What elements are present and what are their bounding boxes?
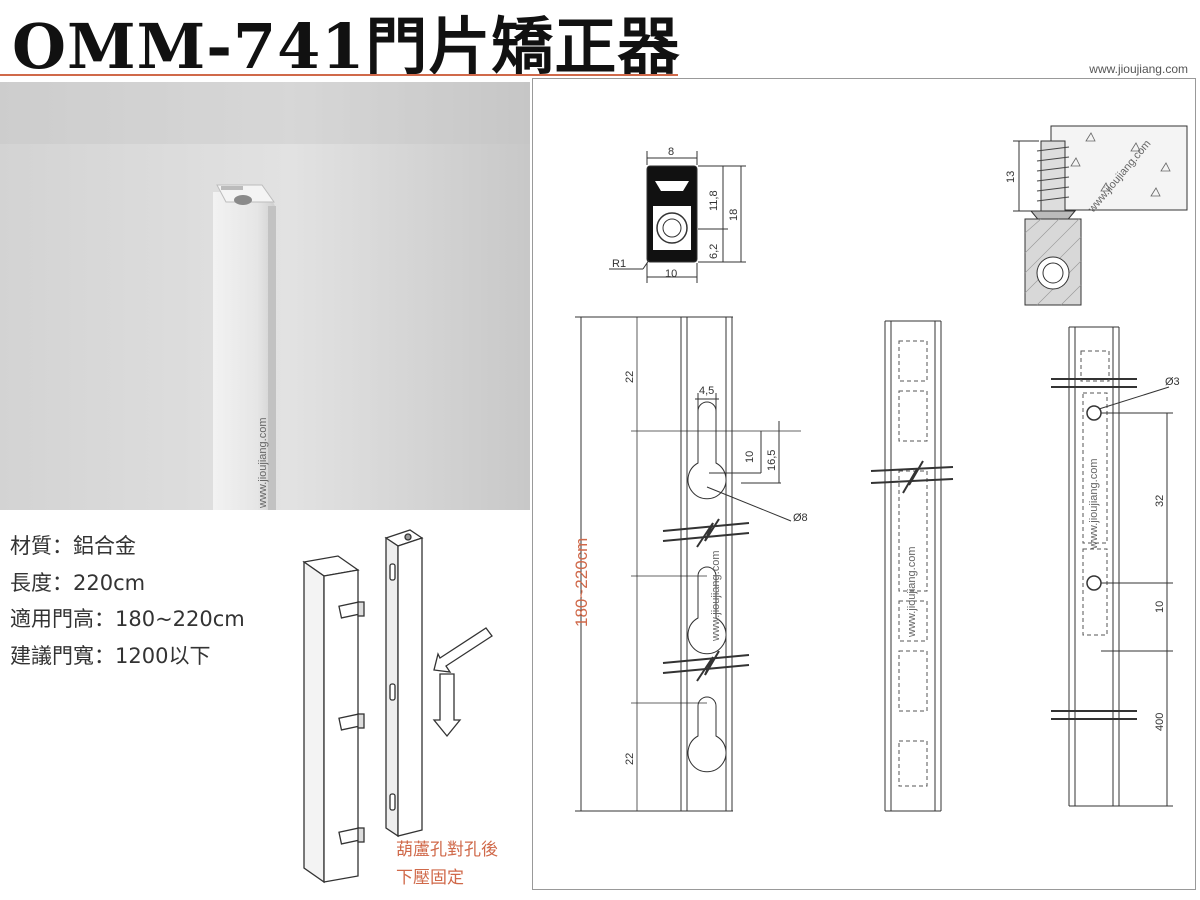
label-dim-400: 400 — [1154, 713, 1166, 731]
spec-material: 材質：鋁合金 — [10, 534, 136, 558]
label-hole-diameter: Ø8 — [793, 512, 808, 524]
profile-section-hole — [656, 212, 688, 244]
screw-middle — [338, 713, 365, 731]
keyhole-1 — [389, 563, 396, 581]
technical-drawing: 8 11,8 18 6,2 R1 10 13 www.jioujiang.com… — [572, 125, 1188, 812]
side-watermark: www.jioujiang.com — [1088, 459, 1100, 550]
profile-section — [609, 151, 746, 283]
anchor-hole — [1036, 256, 1070, 290]
label-profile-base: 10 — [665, 268, 677, 280]
label-profile-radius: R1 — [612, 258, 626, 270]
label-top-margin: 22 — [624, 371, 636, 383]
photo-ceiling-shade — [0, 82, 530, 144]
front-elevation — [575, 316, 801, 812]
photo-bar-shadow — [268, 206, 276, 510]
photo-illustration: www.jioujiang.com — [0, 82, 530, 510]
photo-profile-bar — [213, 192, 276, 510]
keyhole-3 — [389, 793, 396, 811]
label-profile-height-top: 11,8 — [708, 190, 720, 211]
install-note: 葫蘆孔對孔後 下壓固定 — [396, 840, 498, 888]
screw-bottom — [338, 827, 365, 845]
side-pin-bottom — [1086, 575, 1102, 591]
label-profile-height-bottom: 6,2 — [708, 244, 720, 259]
spec-length: 長度：220cm — [10, 570, 146, 595]
keyhole-2 — [389, 683, 396, 701]
technical-drawing-panel: 8 11,8 18 6,2 R1 10 13 www.jioujiang.com… — [532, 78, 1196, 890]
spec-list: 材質：鋁合金 長度：220cm 適用門高：180~220cm 建議門寬：1200… — [10, 528, 245, 674]
label-bottom-margin: 22 — [624, 753, 636, 765]
anchor-hole-inner — [1042, 262, 1064, 284]
side-pin-top — [1086, 405, 1102, 421]
label-hole-width: 4,5 — [699, 385, 714, 397]
profile-top-hole — [404, 533, 412, 541]
keyhole-middle — [687, 566, 727, 655]
title-underline — [0, 74, 678, 76]
label-profile-width: 8 — [668, 146, 674, 158]
page-title: OMM-741門片矯正器 — [12, 10, 681, 83]
arrow-down — [432, 673, 462, 738]
product-photo: www.jioujiang.com — [0, 82, 530, 510]
profile-front — [397, 537, 423, 837]
side-elevation — [1051, 326, 1173, 807]
label-pin-diameter: Ø3 — [1165, 376, 1180, 388]
label-anchor-depth: 13 — [1005, 171, 1017, 183]
screw-top — [338, 601, 365, 619]
website-label: www.jioujiang.com — [1089, 62, 1188, 76]
keyhole-bottom — [687, 696, 727, 773]
label-dim-10: 10 — [1154, 601, 1166, 613]
photo-watermark: www.jioujiang.com — [257, 418, 269, 509]
spec-door-height: 適用門高：180~220cm — [10, 607, 245, 631]
install-illustration — [302, 529, 493, 884]
photo-bar-hole — [234, 195, 252, 205]
arrow-diagonal — [433, 627, 493, 673]
label-profile-height-total: 18 — [728, 209, 740, 221]
label-slot-pitch: 16,5 — [766, 450, 778, 471]
middle-watermark: www.jioujiang.com — [906, 547, 918, 638]
spec-door-width: 建議門寬：1200以下 — [10, 643, 211, 668]
photo-bar-slot — [221, 186, 243, 190]
label-slot-length: 10 — [744, 451, 756, 463]
front-watermark: www.jioujiang.com — [710, 551, 722, 642]
profile-section-hole-inner — [662, 218, 682, 238]
middle-elevation — [870, 320, 954, 812]
label-dim-32: 32 — [1154, 495, 1166, 507]
profile-section-slot — [655, 181, 689, 191]
door-block-side — [303, 560, 325, 884]
label-range: 180~220cm — [572, 538, 591, 627]
keyhole-top — [687, 401, 727, 500]
anchor-section — [1013, 125, 1188, 306]
wall-block — [1050, 125, 1188, 211]
